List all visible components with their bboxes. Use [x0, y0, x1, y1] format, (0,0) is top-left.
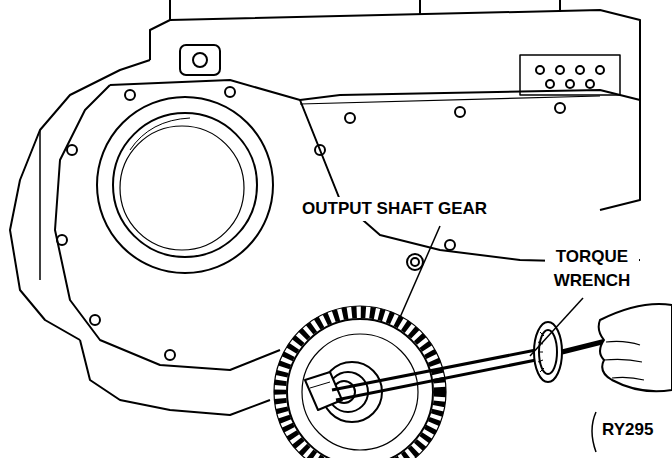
figure-reference: RY295 [600, 418, 655, 442]
part-label: OUTPUT SHAFT GEAR [300, 197, 489, 221]
part-label: TORQUE WRENCH [545, 245, 639, 293]
